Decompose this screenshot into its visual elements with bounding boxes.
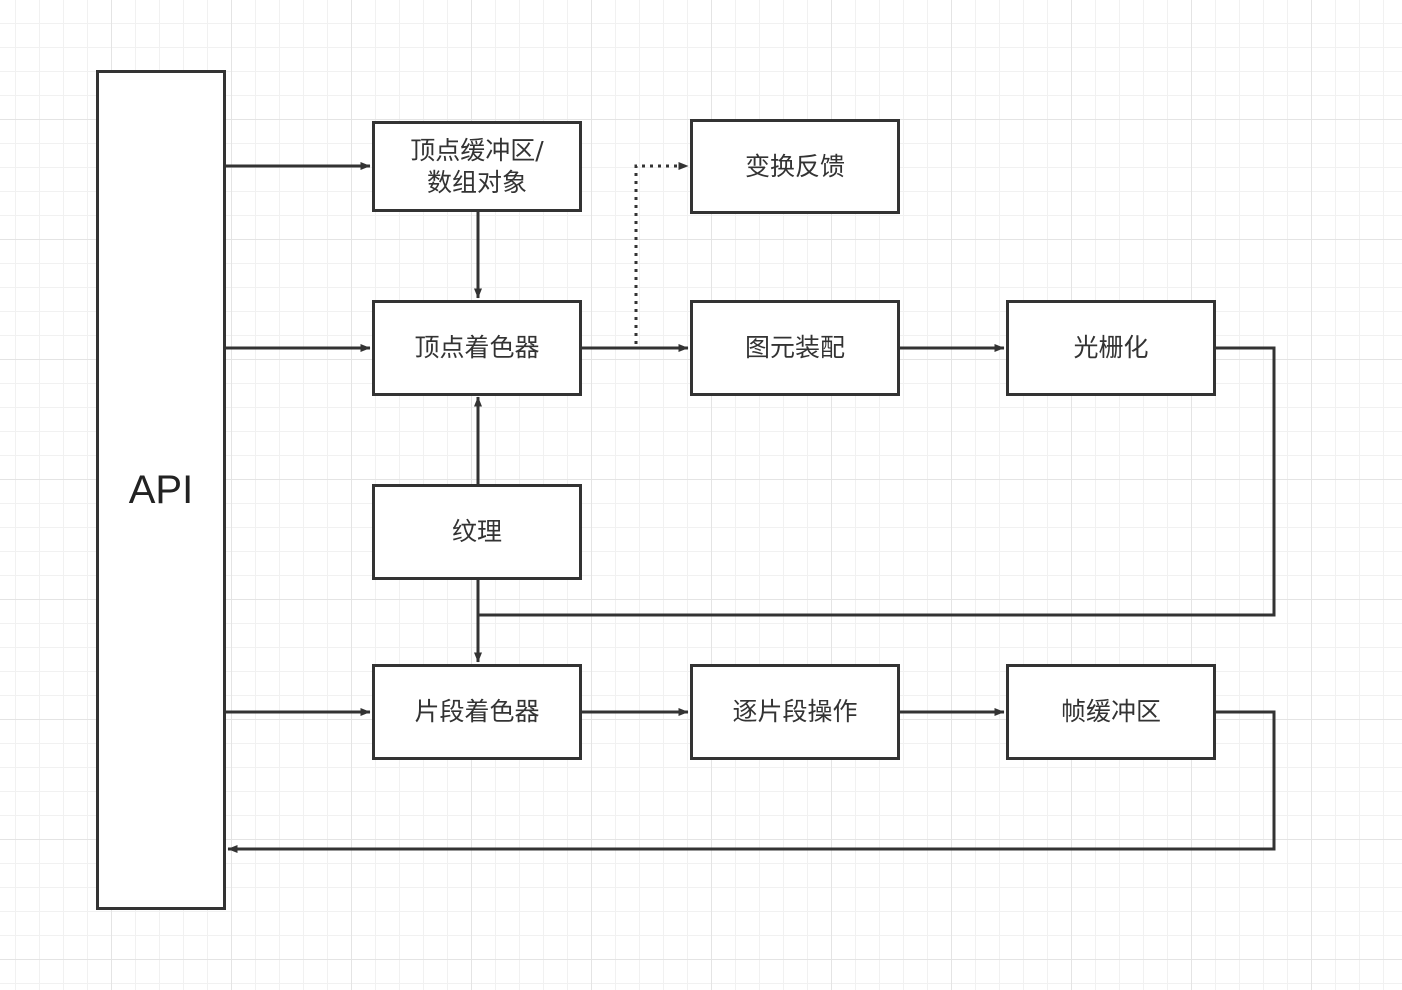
api-block: API: [96, 70, 226, 910]
rasterization-node: 光栅化: [1006, 300, 1216, 396]
texture-label: 纹理: [451, 517, 502, 546]
fragment-shader-node: 片段着色器: [372, 664, 582, 760]
per-fragment-ops-node: 逐片段操作: [690, 664, 900, 760]
edge-rasterization-to-fragment-shader: [478, 346, 1276, 617]
vertex-buffer-node: 顶点缓冲区/ 数组对象: [372, 121, 582, 212]
rasterization-label: 光栅化: [1073, 333, 1149, 362]
transform-feedback-node: 变换反馈: [690, 119, 900, 214]
vertex-buffer-label: 顶点缓冲区/ 数组对象: [410, 135, 544, 197]
edge-framebuffer-to-api: [227, 710, 1276, 853]
framebuffer-label: 帧缓冲区: [1060, 697, 1161, 726]
texture-node: 纹理: [372, 484, 582, 580]
per-fragment-ops-label: 逐片段操作: [732, 697, 858, 726]
framebuffer-node: 帧缓冲区: [1006, 664, 1216, 760]
transform-feedback-label: 变换反馈: [744, 151, 845, 181]
edge-vertex-shader-to-transform-feedback: [634, 162, 689, 344]
api-label: API: [128, 468, 194, 512]
fragment-shader-label: 片段着色器: [414, 697, 540, 726]
vertex-shader-label: 顶点着色器: [414, 333, 540, 362]
primitive-assembly-label: 图元装配: [744, 333, 845, 362]
primitive-assembly-node: 图元装配: [690, 300, 900, 396]
vertex-shader-node: 顶点着色器: [372, 300, 582, 396]
